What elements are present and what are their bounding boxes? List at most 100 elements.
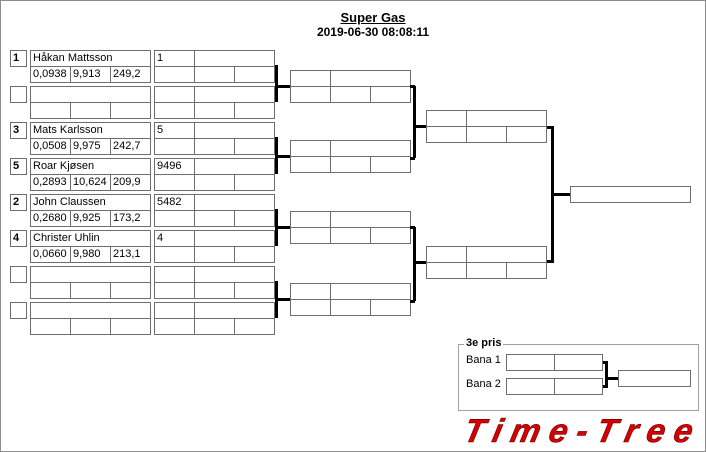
result-cell[interactable] [234, 246, 275, 263]
lane-number[interactable]: 1 [154, 50, 195, 67]
semifinal-2-time[interactable] [466, 246, 547, 263]
racer-name[interactable]: Håkan Mattsson [30, 50, 151, 67]
semifinal-1-time[interactable] [466, 110, 547, 127]
result-cell[interactable] [194, 246, 235, 263]
round2-match-4-speed[interactable] [370, 299, 411, 316]
result-cell[interactable] [194, 50, 275, 67]
semifinal-1-et[interactable] [466, 126, 507, 143]
result-cell[interactable] [234, 66, 275, 83]
round2-match-3-time[interactable] [330, 211, 411, 228]
round2-match-1-lane[interactable] [290, 70, 331, 87]
round2-match-2-et[interactable] [330, 156, 371, 173]
speed[interactable]: 209,9 [110, 174, 151, 191]
round2-match-4-et[interactable] [330, 299, 371, 316]
round2-match-4-rt[interactable] [290, 299, 331, 316]
round2-match-3-rt[interactable] [290, 227, 331, 244]
result-cell[interactable] [234, 102, 275, 119]
result-cell[interactable] [194, 302, 275, 319]
result-cell[interactable] [234, 174, 275, 191]
racer-name[interactable]: Mats Karlsson [30, 122, 151, 139]
round2-match-2-speed[interactable] [370, 156, 411, 173]
elapsed-time[interactable] [70, 282, 111, 299]
round2-match-2-time[interactable] [330, 140, 411, 157]
lane-number[interactable] [154, 302, 195, 319]
speed[interactable]: 242,7 [110, 138, 151, 155]
result-cell[interactable] [194, 210, 235, 227]
result-cell[interactable] [194, 66, 235, 83]
result-cell[interactable] [194, 102, 235, 119]
elapsed-time[interactable]: 9,975 [70, 138, 111, 155]
round2-match-2-lane[interactable] [290, 140, 331, 157]
result-cell[interactable] [234, 318, 275, 335]
round2-match-3-speed[interactable] [370, 227, 411, 244]
reaction-time[interactable]: 0,0660 [30, 246, 71, 263]
round2-match-1-speed[interactable] [370, 86, 411, 103]
result-cell[interactable] [194, 230, 275, 247]
elapsed-time[interactable] [70, 318, 111, 335]
speed[interactable]: 249,2 [110, 66, 151, 83]
elapsed-time[interactable]: 9,980 [70, 246, 111, 263]
result-cell[interactable] [154, 138, 195, 155]
elapsed-time[interactable]: 9,913 [70, 66, 111, 83]
third-lane2-b[interactable] [554, 378, 603, 395]
reaction-time[interactable] [30, 282, 71, 299]
elapsed-time[interactable]: 9,925 [70, 210, 111, 227]
third-lane1-b[interactable] [554, 354, 603, 371]
result-cell[interactable] [194, 282, 235, 299]
round2-match-3-lane[interactable] [290, 211, 331, 228]
racer-name[interactable]: Christer Uhlin [30, 230, 151, 247]
elapsed-time[interactable]: 10,624 [70, 174, 111, 191]
result-cell[interactable] [194, 266, 275, 283]
semifinal-2-speed[interactable] [506, 262, 547, 279]
racer-name[interactable]: John Claussen [30, 194, 151, 211]
semifinal-2-et[interactable] [466, 262, 507, 279]
reaction-time[interactable]: 0,2680 [30, 210, 71, 227]
result-cell[interactable] [154, 174, 195, 191]
racer-name[interactable] [30, 86, 151, 103]
reaction-time[interactable]: 0,2893 [30, 174, 71, 191]
reaction-time[interactable]: 0,0508 [30, 138, 71, 155]
elapsed-time[interactable] [70, 102, 111, 119]
result-cell[interactable] [194, 138, 235, 155]
semifinal-1-lane[interactable] [426, 110, 467, 127]
speed[interactable]: 173,2 [110, 210, 151, 227]
lane-number[interactable]: 5482 [154, 194, 195, 211]
third-place-result[interactable] [618, 370, 691, 387]
racer-name[interactable] [30, 266, 151, 283]
round2-match-3-et[interactable] [330, 227, 371, 244]
lane-number[interactable] [154, 86, 195, 103]
reaction-time[interactable]: 0,0938 [30, 66, 71, 83]
speed[interactable] [110, 318, 151, 335]
lane-number[interactable]: 4 [154, 230, 195, 247]
lane-number[interactable]: 5 [154, 122, 195, 139]
lane-number[interactable]: 9496 [154, 158, 195, 175]
result-cell[interactable] [194, 122, 275, 139]
racer-name[interactable] [30, 302, 151, 319]
result-cell[interactable] [194, 158, 275, 175]
result-cell[interactable] [194, 174, 235, 191]
lane-number[interactable] [154, 266, 195, 283]
speed[interactable] [110, 102, 151, 119]
reaction-time[interactable] [30, 318, 71, 335]
round2-match-4-lane[interactable] [290, 283, 331, 300]
result-cell[interactable] [154, 318, 195, 335]
speed[interactable]: 213,1 [110, 246, 151, 263]
round2-match-1-rt[interactable] [290, 86, 331, 103]
round2-match-1-time[interactable] [330, 70, 411, 87]
result-cell[interactable] [154, 210, 195, 227]
result-cell[interactable] [194, 194, 275, 211]
result-cell[interactable] [154, 246, 195, 263]
result-cell[interactable] [154, 66, 195, 83]
result-cell[interactable] [194, 86, 275, 103]
round2-match-2-rt[interactable] [290, 156, 331, 173]
reaction-time[interactable] [30, 102, 71, 119]
round2-match-4-time[interactable] [330, 283, 411, 300]
result-cell[interactable] [154, 102, 195, 119]
semifinal-1-speed[interactable] [506, 126, 547, 143]
round2-match-1-et[interactable] [330, 86, 371, 103]
third-lane2-a[interactable] [506, 378, 555, 395]
result-cell[interactable] [234, 210, 275, 227]
result-cell[interactable] [154, 282, 195, 299]
third-lane1-a[interactable] [506, 354, 555, 371]
result-cell[interactable] [234, 138, 275, 155]
